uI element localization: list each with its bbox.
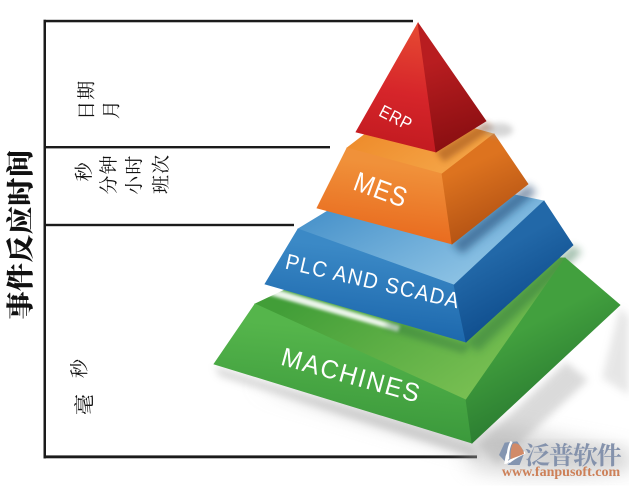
svg-text:www.fanpusoft.com: www.fanpusoft.com — [502, 465, 621, 480]
